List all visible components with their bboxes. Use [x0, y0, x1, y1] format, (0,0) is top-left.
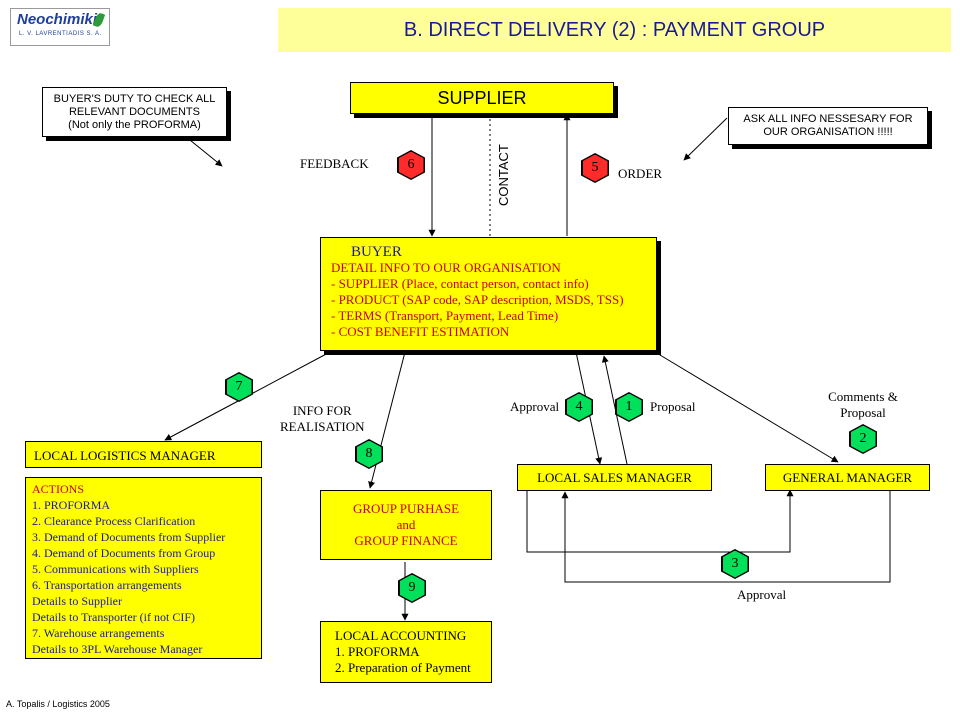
- buyer-line-5: - COST BENEFIT ESTIMATION: [331, 324, 510, 339]
- step-4-number: 4: [566, 393, 592, 421]
- contact-label: CONTACT: [496, 144, 511, 206]
- step-7-number: 7: [226, 373, 252, 401]
- buyer-title: BUYER: [351, 244, 402, 260]
- step-5-number: 5: [582, 154, 608, 182]
- step-8-number: 8: [356, 440, 382, 468]
- feedback-label: FEEDBACK: [300, 156, 369, 171]
- buyer-line-4: - TERMS (Transport, Payment, Lead Time): [331, 308, 559, 323]
- comments-line-1: Comments &: [828, 389, 898, 404]
- company-logo: Neochimiki L. V. LAVRENTIADIS S. A.: [10, 8, 110, 46]
- ask-info-line-1: ASK ALL INFO NESSESARY FOR: [743, 113, 913, 125]
- step-2-number: 2: [850, 425, 876, 453]
- step-9-number: 9: [399, 574, 425, 602]
- logistics-manager-title: LOCAL LOGISTICS MANAGER: [34, 448, 216, 463]
- action-item-5: 5. Communications with Suppliers: [32, 562, 199, 576]
- supplier-box: SUPPLIER: [350, 82, 614, 114]
- action-item-2: 2. Clearance Process Clarification: [32, 514, 196, 528]
- buyer-line-3: - PRODUCT (SAP code, SAP description, MS…: [331, 292, 624, 307]
- accounting-line-3: 2. Preparation of Payment: [335, 660, 471, 675]
- supplier-label: SUPPLIER: [437, 87, 527, 108]
- step-7-badge: 7: [225, 372, 253, 402]
- info-realisation-label: INFO FOR REALISATION: [280, 403, 365, 435]
- buyer-line-2: - SUPPLIER (Place, contact person, conta…: [331, 276, 589, 291]
- arrow-ask-info: [683, 117, 728, 161]
- buyer-duty-line-1: BUYER'S DUTY TO CHECK ALL: [53, 93, 216, 105]
- approval-bottom-label: Approval: [737, 587, 787, 602]
- comments-line-2: Proposal: [840, 405, 886, 420]
- arrow-sales-to-gm: [526, 489, 794, 553]
- local-sales-manager-box: LOCAL SALES MANAGER: [517, 464, 712, 491]
- buyer-duty-note: BUYER'S DUTY TO CHECK ALL RELEVANT DOCUM…: [42, 87, 227, 137]
- arrow-gm-to-sales: [561, 491, 891, 583]
- general-manager-box: GENERAL MANAGER: [765, 464, 930, 491]
- action-item-6-detail-2: Details to Transporter (if not CIF): [32, 610, 195, 624]
- approval-top-label: Approval: [510, 399, 560, 414]
- info-realisation-line-1: INFO FOR: [292, 403, 352, 418]
- accounting-line-2: 1. PROFORMA: [335, 644, 420, 659]
- step-3-number: 3: [722, 550, 748, 578]
- group-line-2: and: [396, 517, 416, 532]
- step-6-number: 6: [398, 151, 424, 179]
- action-item-6-detail-1: Details to Supplier: [32, 594, 122, 608]
- step-5-badge: 5: [581, 153, 609, 183]
- step-3-badge: 3: [721, 549, 749, 579]
- action-item-7-detail: Details to 3PL Warehouse Manager: [32, 642, 203, 656]
- step-4-badge: 4: [565, 392, 593, 422]
- group-line-1: GROUP PURHASE: [352, 501, 460, 516]
- logistics-actions-box: ACTIONS 1. PROFORMA 2. Clearance Process…: [25, 477, 262, 659]
- group-line-3: GROUP FINANCE: [354, 533, 458, 548]
- actions-label: ACTIONS: [32, 482, 85, 496]
- contact-text: CONTACT: [496, 144, 511, 206]
- buyer-line-1: DETAIL INFO TO OUR ORGANISATION: [331, 260, 561, 275]
- proposal-label: Proposal: [650, 399, 696, 414]
- accounting-line-1: LOCAL ACCOUNTING: [335, 628, 467, 643]
- action-item-1: 1. PROFORMA: [32, 498, 111, 512]
- arrow-buyer-to-gm: [654, 351, 839, 463]
- action-item-6: 6. Transportation arrangements: [32, 578, 182, 592]
- logo-subtext: L. V. LAVRENTIADIS S. A.: [19, 31, 102, 37]
- action-item-3: 3. Demand of Documents from Supplier: [32, 530, 226, 544]
- step-1-number: 1: [616, 393, 642, 421]
- footer-credit: A. Topalis / Logistics 2005: [6, 699, 110, 709]
- arrow-buyer-duty: [184, 135, 223, 167]
- buyer-duty-line-3: (Not only the PROFORMA): [68, 119, 201, 131]
- action-item-4: 4. Demand of Documents from Group: [32, 546, 216, 560]
- group-box: GROUP PURHASE and GROUP FINANCE: [320, 490, 492, 560]
- local-accounting-box: LOCAL ACCOUNTING 1. PROFORMA 2. Preparat…: [320, 621, 492, 683]
- local-sales-manager-label: LOCAL SALES MANAGER: [537, 469, 692, 485]
- buyer-duty-line-2: RELEVANT DOCUMENTS: [68, 106, 200, 118]
- step-2-badge: 2: [849, 424, 877, 454]
- buyer-box: BUYER DETAIL INFO TO OUR ORGANISATION - …: [320, 237, 657, 351]
- general-manager-label: GENERAL MANAGER: [782, 469, 913, 485]
- info-realisation-line-2: REALISATION: [280, 419, 365, 434]
- logistics-manager-title-box: LOCAL LOGISTICS MANAGER: [25, 441, 262, 468]
- page-title: B. DIRECT DELIVERY (2) : PAYMENT GROUP: [278, 8, 951, 52]
- action-item-7: 7. Warehouse arrangements: [32, 626, 165, 640]
- ask-info-line-2: OUR ORGANISATION !!!!!: [763, 126, 893, 138]
- arrow-info-realisation: [368, 351, 406, 489]
- ask-info-note: ASK ALL INFO NESSESARY FOR OUR ORGANISAT…: [728, 107, 928, 145]
- logo-text: Neochimiki: [17, 11, 98, 28]
- step-1-badge: 1: [615, 392, 643, 422]
- comments-proposal-label: Comments & Proposal: [818, 389, 908, 421]
- order-label: ORDER: [618, 166, 663, 181]
